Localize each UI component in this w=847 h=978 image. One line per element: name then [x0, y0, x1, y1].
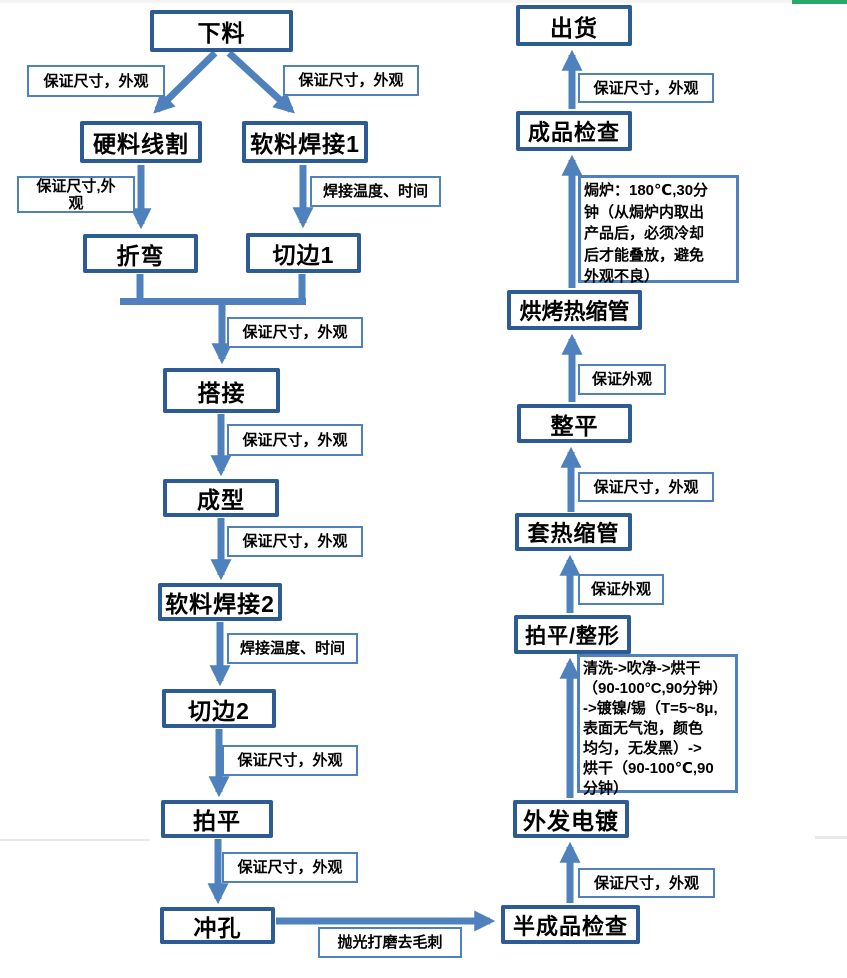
node-paiping-zhengxing: 拍平/整形 — [514, 615, 631, 654]
note-oven-bake: 焗炉：180℃,30分 钟（从焗炉内取出 产品后，必须冷却 后才能叠放，避免 外… — [578, 175, 739, 285]
edge-label-qiebian2-paiping: 保证尺寸，外观 — [222, 745, 358, 776]
edge-label-yingliao-zhewan: 保证尺寸,外 观 — [17, 176, 135, 213]
node-zhewan: 折弯 — [83, 234, 198, 273]
node-tao-resuoguan: 套热缩管 — [515, 513, 632, 551]
node-chengxing: 成型 — [163, 479, 279, 517]
node-ruanliao-hanjie2: 软料焊接2 — [158, 583, 282, 621]
node-hongkao-resuoguan: 烘烤热缩管 — [507, 290, 642, 330]
node-yingliao-xiange: 硬料线割 — [80, 121, 202, 163]
edge-label-merge-dajie: 保证尺寸，外观 — [227, 317, 363, 348]
faint-line-right — [815, 836, 847, 839]
node-zhengping: 整平 — [517, 404, 632, 443]
edge-label-xialiao-yingliao: 保证尺寸，外观 — [27, 65, 165, 97]
node-chongkong: 冲孔 — [160, 907, 275, 944]
node-xialiao: 下料 — [150, 10, 293, 52]
edge-label-tao-zhengping: 保证尺寸，外观 — [578, 472, 714, 502]
edge-label-dajie-chengxing: 保证尺寸，外观 — [227, 424, 363, 456]
node-chengpin-jiancha: 成品检查 — [516, 111, 632, 151]
edge-label-paiping-chongkong: 保证尺寸，外观 — [222, 852, 358, 883]
node-ruanliao-hanjie1: 软料焊接1 — [242, 121, 368, 163]
node-waifa-diandu: 外发电镀 — [513, 800, 629, 838]
node-banchengpin-jiancha: 半成品检查 — [501, 905, 640, 944]
edge-label-chongkong-banchengpin: 抛光打磨去毛刺 — [318, 927, 462, 958]
node-qiebian1: 切边1 — [246, 233, 361, 273]
edge-label-chengpin-chuhuo: 保证尺寸，外观 — [578, 73, 714, 103]
arrow-xialiao-yingliao — [153, 50, 218, 114]
edge-label-chengxing-ruanliao2: 保证尺寸，外观 — [227, 526, 363, 557]
edge-label-ruanliao2-qiebian2: 焊接温度、时间 — [227, 633, 358, 664]
edge-label-ruanliao1-qiebian1: 焊接温度、时间 — [310, 176, 441, 207]
faint-line-left — [0, 839, 150, 841]
note-plating-process: 清洗->吹净->烘干 （90-100°C,90分钟） ->镀镍/锡（T=5~8μ… — [577, 654, 738, 797]
edge-label-paipingzx-tao: 保证外观 — [578, 574, 664, 605]
arrow-xialiao-ruanliao1 — [226, 50, 295, 114]
edge-label-xialiao-ruanliao1: 保证尺寸，外观 — [283, 65, 419, 96]
edge-label-banchengpin-waifa: 保证尺寸，外观 — [578, 868, 715, 898]
edge-label-zhengping-hongkao: 保证外观 — [578, 364, 666, 395]
node-paiping: 拍平 — [161, 800, 273, 838]
node-dajie: 搭接 — [163, 368, 280, 413]
node-chuhuo: 出货 — [516, 5, 632, 46]
top-gray-strip — [0, 0, 847, 3]
node-qiebian2: 切边2 — [162, 689, 276, 728]
top-green-bar — [792, 0, 847, 4]
